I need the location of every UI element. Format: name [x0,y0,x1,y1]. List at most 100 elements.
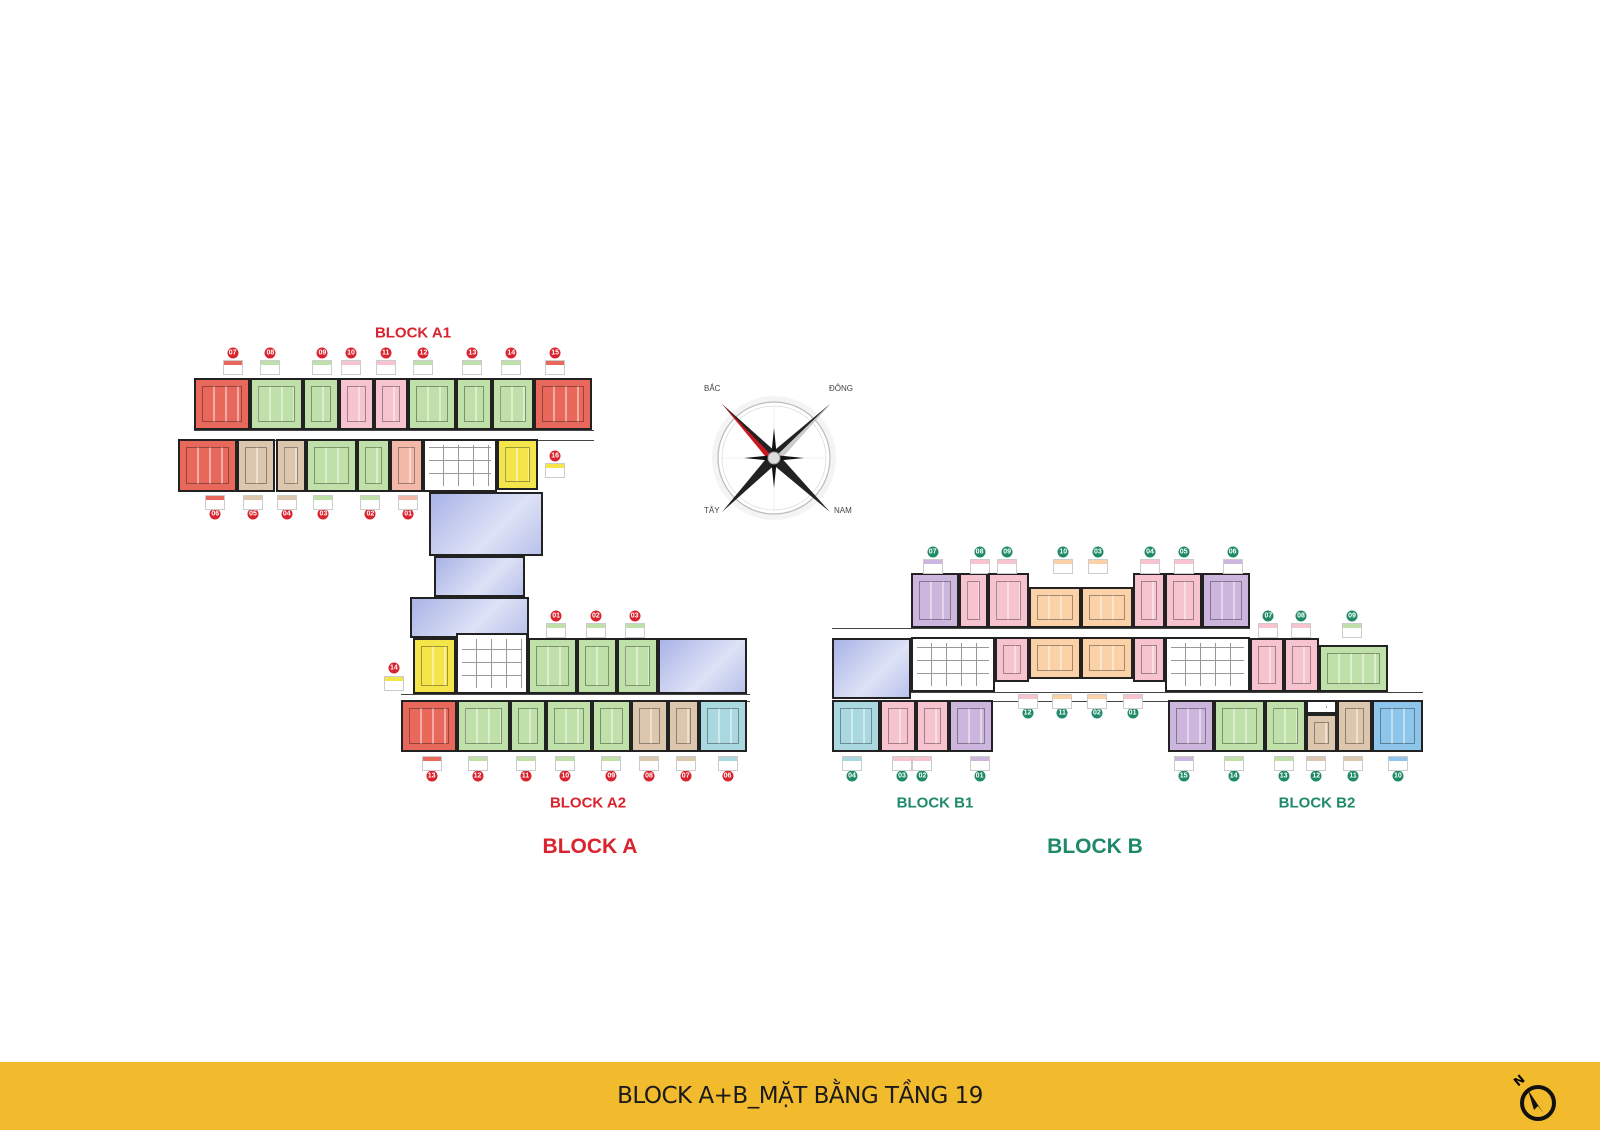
unit-number-badge: 07 [227,347,239,359]
unit-area-label [546,623,567,639]
unit-area-label [969,756,990,772]
unit-area-label [545,463,566,479]
unit-number-badge: 06 [1227,546,1239,558]
unit-number-badge: 10 [1057,546,1069,558]
apartment-unit [1028,636,1081,679]
unit-number-badge: 10 [345,347,357,359]
unit-area-label [1087,559,1108,575]
unit-number-badge: 08 [264,347,276,359]
unit-area-label [555,756,576,772]
unit-area-label [501,360,522,376]
apartment-unit [249,377,304,430]
unit-number-badge: 04 [846,770,858,781]
apartment-unit [1249,637,1284,692]
unit-number-badge: 06 [722,770,734,781]
unit-number-badge: 08 [1295,610,1307,622]
apartment-unit [1080,586,1133,628]
apartment-unit [491,377,534,430]
apartment-unit [533,377,592,430]
compass-west-label: TÂY [704,506,720,515]
apartment-unit [1168,699,1215,753]
unit-area-label [675,756,696,772]
block-b-label: BLOCK B [1047,835,1143,858]
unit-area-label [375,360,396,376]
unit-number-badge: 05 [1178,546,1190,558]
apartment-unit [1265,699,1307,753]
elevator-stair-core [456,632,528,694]
unit-area-label [1342,623,1363,639]
unit-area-label [341,360,362,376]
unit-number-badge: 01 [402,508,414,520]
compass-icon [712,396,836,520]
apartment-unit [408,377,457,430]
unit-area-label [969,559,990,575]
unit-area-label [515,756,536,772]
apartment-unit [496,438,538,490]
unit-number-badge: 12 [1310,770,1322,781]
unit-area-label [1086,693,1107,709]
block-b2-label: BLOCK B2 [1278,794,1356,812]
unit-area-label [601,756,622,772]
unit-area-label [1387,756,1408,772]
unit-number-badge: 10 [559,770,571,781]
apartment-unit [948,699,993,753]
apartment-unit [994,636,1029,682]
unit-number-badge: 10 [1392,770,1404,781]
unit-area-label [997,559,1018,575]
apartment-unit [959,573,988,628]
unit-number-badge: 09 [316,347,328,359]
apartment-unit [545,699,592,753]
unit-number-badge: 09 [1346,610,1358,622]
apartment-unit [303,377,339,430]
unit-area-label [467,756,488,772]
block-a-label: BLOCK A [542,835,638,858]
svg-text:N: N [1512,1072,1528,1089]
unit-area-label [205,494,226,510]
unit-area-label [585,623,606,639]
apartment-unit [1319,644,1388,692]
unit-area-label [1222,559,1243,575]
unit-area-label [1139,559,1160,575]
unit-number-badge: 14 [505,347,517,359]
unit-number-badge: 12 [472,770,484,781]
unit-area-label [276,494,297,510]
apartment-unit [698,699,747,753]
amenity-area [831,637,912,699]
compass-east-label: ĐÔNG [829,384,853,393]
unit-area-label [360,494,381,510]
north-arrow-icon: N [1512,1072,1556,1121]
amenity-area [433,556,526,597]
unit-area-label [398,494,419,510]
unit-number-badge: 15 [549,347,561,359]
unit-area-label [1223,756,1244,772]
block-a2-label: BLOCK A2 [549,794,627,812]
elevator-stair-core [1306,699,1337,715]
block-a1-label: BLOCK A1 [374,324,452,342]
amenity-area [410,596,529,638]
amenity-area [658,637,747,694]
apartment-unit [831,699,880,753]
apartment-unit [576,637,618,694]
apartment-unit [193,377,250,430]
apartment-unit [591,699,631,753]
unit-area-label [1052,693,1073,709]
unit-number-badge: 11 [380,347,392,359]
apartment-unit [879,699,917,753]
unit-number-badge: 11 [520,770,531,781]
apartment-unit [1283,637,1320,692]
unit-area-label [222,360,243,376]
unit-number-badge: 13 [466,347,478,359]
elevator-stair-core [911,636,995,692]
unit-number-badge: 02 [364,508,376,520]
apartment-unit [236,438,276,492]
unit-number-badge: 02 [916,770,928,781]
unit-area-label [1053,559,1074,575]
page-title: BLOCK A+B_MẶT BẰNG TẦNG 19 [617,1083,983,1109]
unit-number-badge: 07 [1262,610,1274,622]
unit-area-label [1306,756,1327,772]
unit-number-badge: 07 [927,546,939,558]
amenity-area [428,491,543,557]
elevator-stair-core [1165,636,1250,692]
apartment-unit [668,699,699,753]
